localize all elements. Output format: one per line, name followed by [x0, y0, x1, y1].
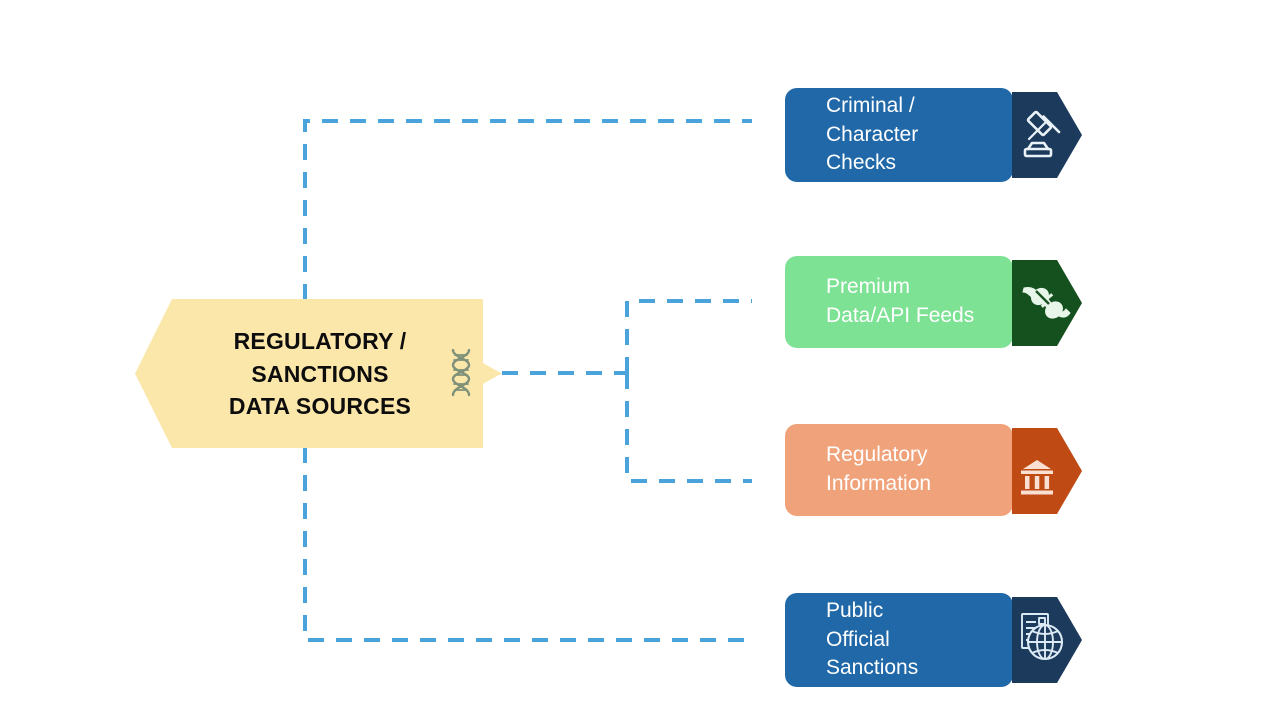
node-label: Premium Data/API Feeds	[826, 275, 975, 327]
power-plug-icon	[1012, 260, 1082, 346]
connector-path-top	[303, 119, 752, 300]
center-banner[interactable]: REGULATORY / SANCTIONS DATA SOURCES	[135, 299, 503, 448]
center-banner-shape	[135, 299, 502, 448]
connector-path-mid-lower	[625, 373, 752, 483]
bank-building-icon	[1012, 428, 1082, 514]
node-label: Criminal / Character Checks	[826, 93, 919, 175]
center-banner-title: REGULATORY / SANCTIONS DATA SOURCES	[228, 328, 412, 419]
node-card[interactable]: Public Official Sanctions	[785, 593, 1013, 687]
node-label: Public Official Sanctions	[826, 598, 919, 680]
node-card[interactable]: Premium Data/API Feeds	[785, 256, 1013, 348]
node-card[interactable]: Criminal / Character Checks	[785, 88, 1013, 182]
connector-path-mid-upper	[625, 299, 752, 373]
node-card[interactable]: Regulatory Information	[785, 424, 1013, 516]
node-label: Regulatory Information	[826, 443, 932, 495]
globe-document-icon	[1012, 597, 1082, 683]
connector-path-bottom	[303, 447, 752, 642]
dna-helix-icon	[451, 349, 471, 397]
gavel-icon	[1012, 92, 1082, 178]
